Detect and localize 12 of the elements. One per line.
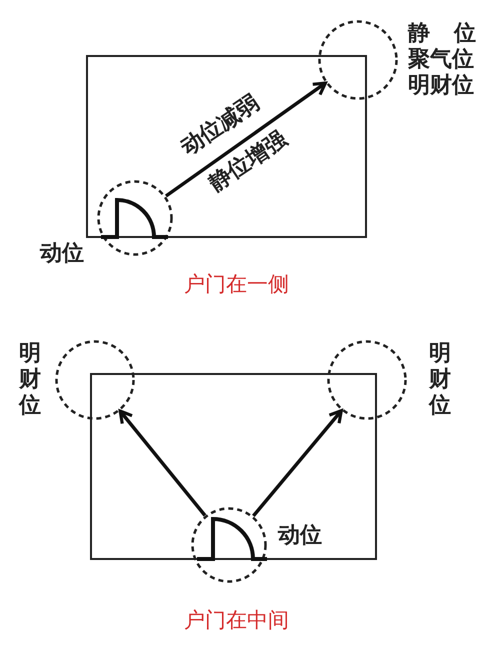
area-label: 动位: [40, 240, 84, 266]
area-label: 聚气位: [408, 46, 474, 72]
area-label: 明财位: [429, 340, 452, 418]
area-label: 明财位: [408, 72, 474, 98]
arrow: [252, 409, 343, 518]
caption: 户门在中间: [184, 607, 289, 634]
arrow: [118, 410, 206, 517]
area-label: 动位: [278, 522, 322, 548]
area-label: 静位: [408, 20, 476, 46]
caption: 户门在一侧: [184, 271, 289, 298]
arrow: [164, 82, 327, 198]
area-label: 明财位: [19, 340, 42, 418]
